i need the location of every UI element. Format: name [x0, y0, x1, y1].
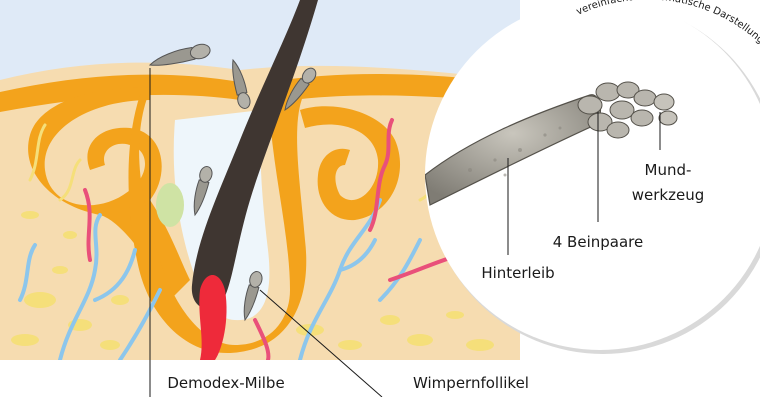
- hinterleib-label: Hinterleib: [481, 264, 554, 282]
- follicle-label: Wimpernfollikel: [413, 374, 529, 392]
- demodex-label: Demodex-Milbe: [167, 374, 284, 392]
- beinpaare-label: 4 Beinpaare: [553, 233, 643, 251]
- mundwerkzeug-label-line2: werkzeug: [632, 186, 704, 204]
- sebum-patch: [156, 183, 184, 227]
- mundwerkzeug-label-line1: Mund-: [645, 161, 692, 179]
